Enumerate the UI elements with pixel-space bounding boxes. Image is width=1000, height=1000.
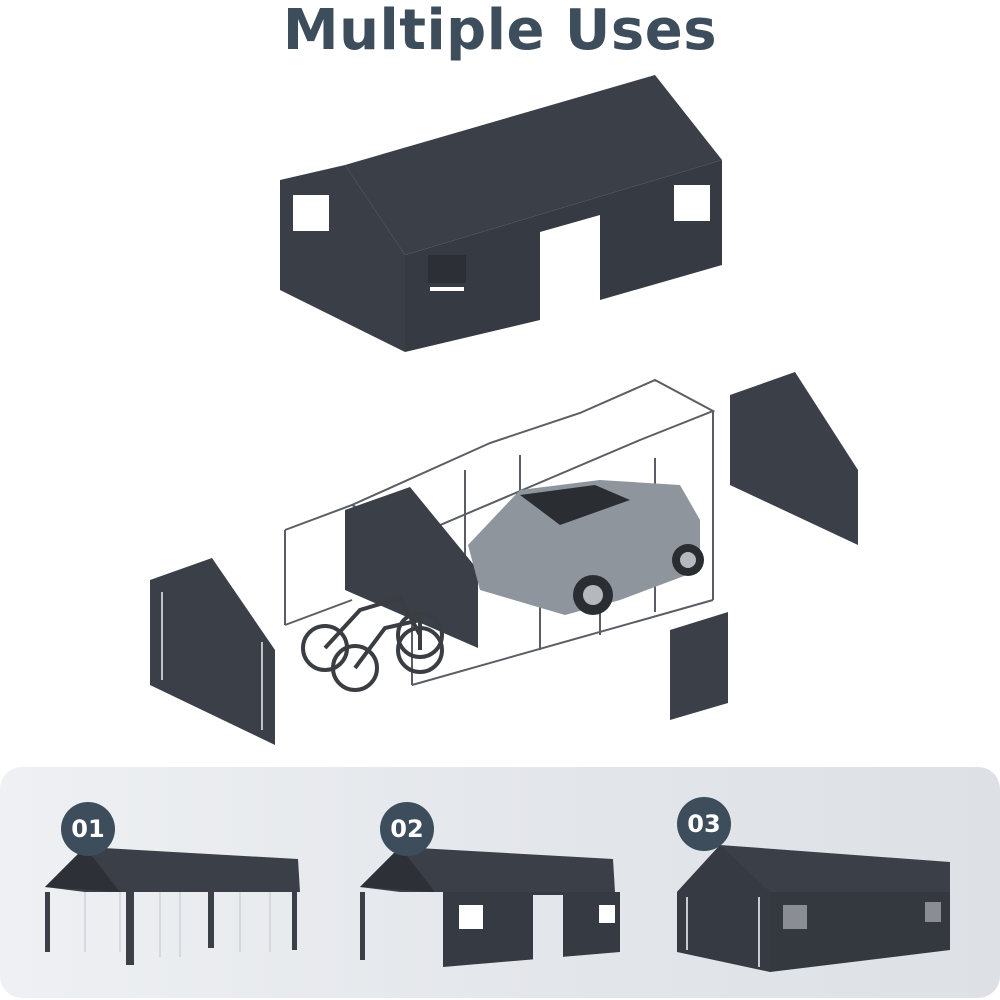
- door-panel-icon: [670, 612, 728, 720]
- end-wall-right-icon: [730, 372, 858, 545]
- carport-with-walls-icon: [360, 847, 620, 967]
- bicycle-icon: [301, 595, 444, 692]
- variant-enclosed: 03: [675, 767, 955, 998]
- hero-illustration: [0, 60, 1000, 760]
- end-wall-left-icon: [150, 558, 275, 745]
- variant-badge: 01: [61, 802, 115, 856]
- page-title: Multiple Uses: [282, 0, 718, 63]
- car-icon: [468, 480, 704, 615]
- variant-partial-walls: 02: [355, 767, 625, 998]
- variant-open-carport: 01: [40, 767, 310, 998]
- variant-badge: 03: [677, 797, 731, 851]
- open-carport-icon: [45, 847, 300, 965]
- tent-cover-icon: [280, 75, 722, 352]
- enclosed-garage-icon: [677, 845, 950, 972]
- end-wall-middle-icon: [345, 487, 478, 648]
- variant-badge: 02: [380, 802, 434, 856]
- variants-panel: 01 02 03: [0, 767, 1000, 998]
- exploded-tent-diagram: [150, 75, 858, 745]
